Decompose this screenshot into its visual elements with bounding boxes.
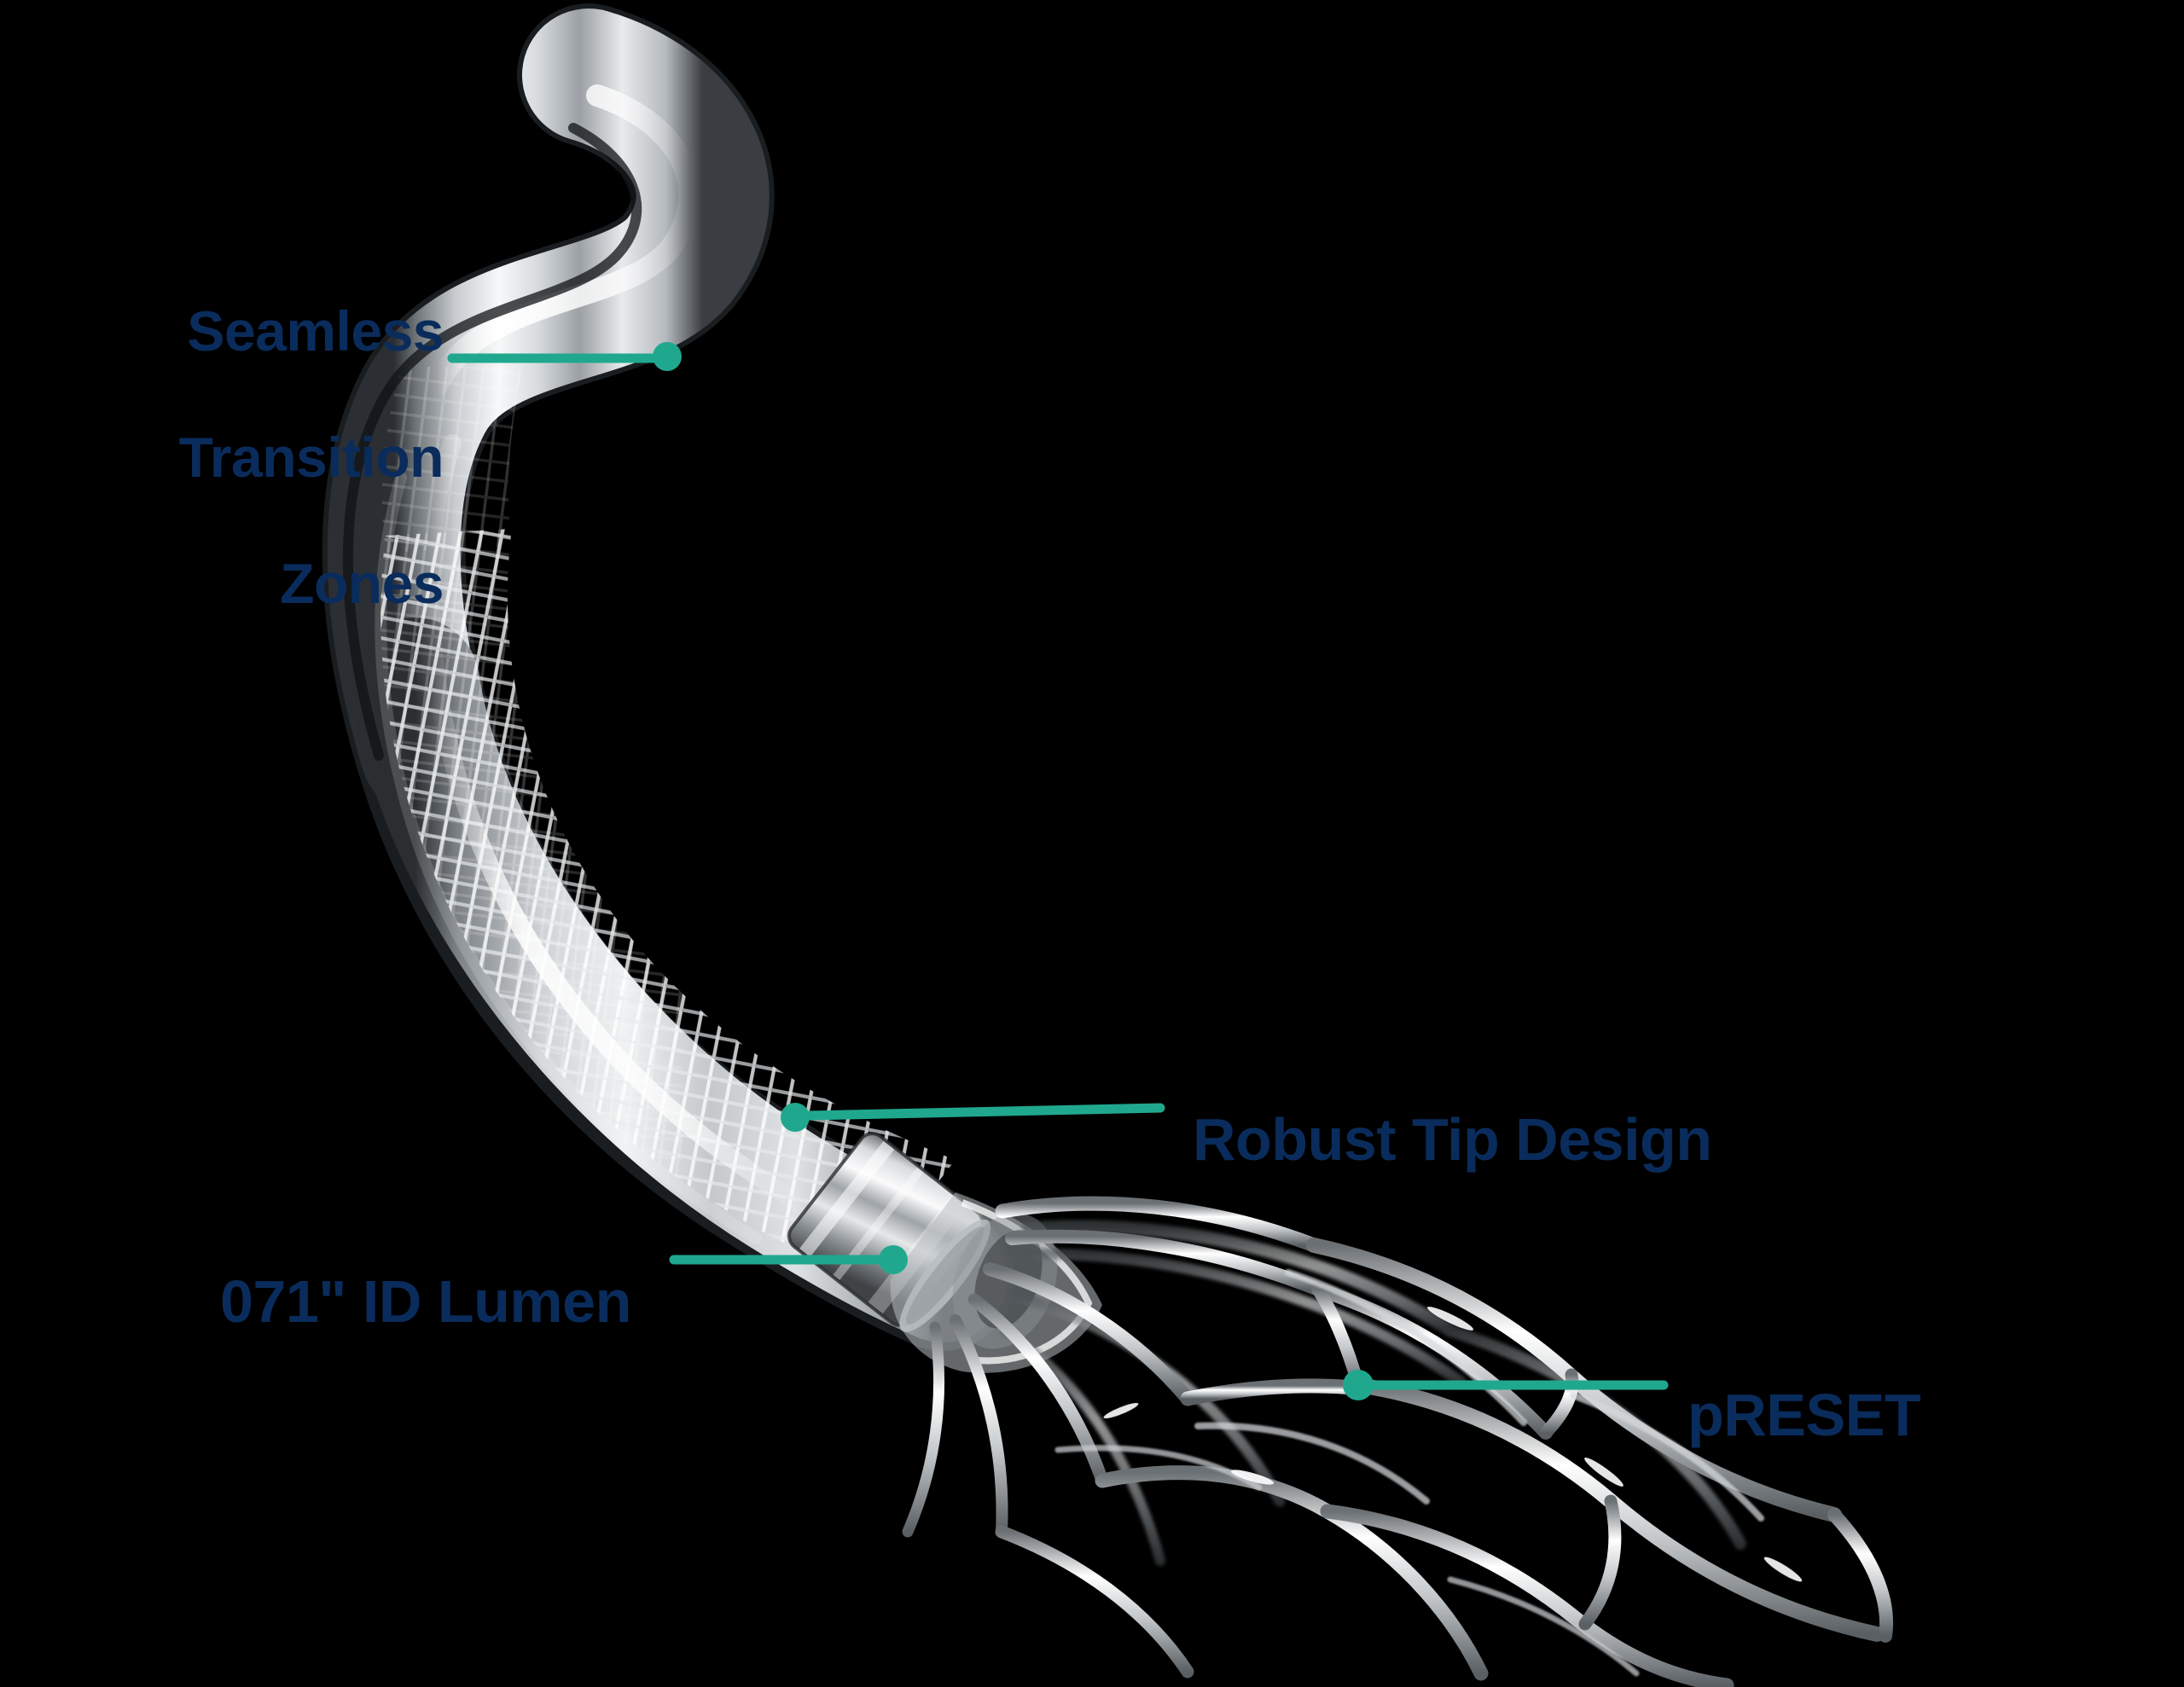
callout-line: pRESET <box>1687 1382 1921 1449</box>
callout-label-preset: pRESET <box>1687 1320 1921 1510</box>
callout-line: Seamless <box>187 299 444 362</box>
callout-label-seamless-transition-zones: Seamless Transition Zones <box>85 237 444 678</box>
callout-label-id-lumen: 071" ID Lumen <box>220 1207 631 1397</box>
stentriever-far-struts <box>1000 1220 1746 1566</box>
callout-line: 071" ID Lumen <box>220 1268 631 1336</box>
leader-dot <box>1343 1370 1374 1400</box>
callout-line: Transition <box>178 425 444 489</box>
stentriever-lower-cells <box>995 1465 1893 1687</box>
leader-preset <box>1343 1370 1669 1400</box>
preset-stent-retriever <box>902 1196 1893 1687</box>
leader-dot <box>781 1103 810 1132</box>
leader-id-lumen <box>669 1245 908 1274</box>
stentriever-specular-dots <box>1103 1307 1803 1582</box>
callout-label-robust-tip-design: Robust Tip Design <box>1193 1045 1712 1235</box>
callout-leaders <box>447 342 1669 1400</box>
distal-tip <box>890 1192 1102 1373</box>
distal-tip-assembly <box>787 1132 1102 1373</box>
leader-seamless-transition-zones <box>447 342 682 371</box>
stentriever-neck-wires <box>902 1196 1325 1538</box>
leader-dot <box>879 1245 908 1274</box>
callout-line: Robust Tip Design <box>1193 1106 1712 1174</box>
shaft-highlight-proximal <box>426 84 701 397</box>
shaft-highlight-secondary <box>375 472 762 1244</box>
leader-robust-tip-design <box>781 1103 1165 1132</box>
callout-line: Zones <box>280 551 444 615</box>
leader-dot <box>653 342 682 371</box>
shaft-inner-edge <box>342 123 642 761</box>
shaft-highlight-distal <box>420 434 811 1214</box>
